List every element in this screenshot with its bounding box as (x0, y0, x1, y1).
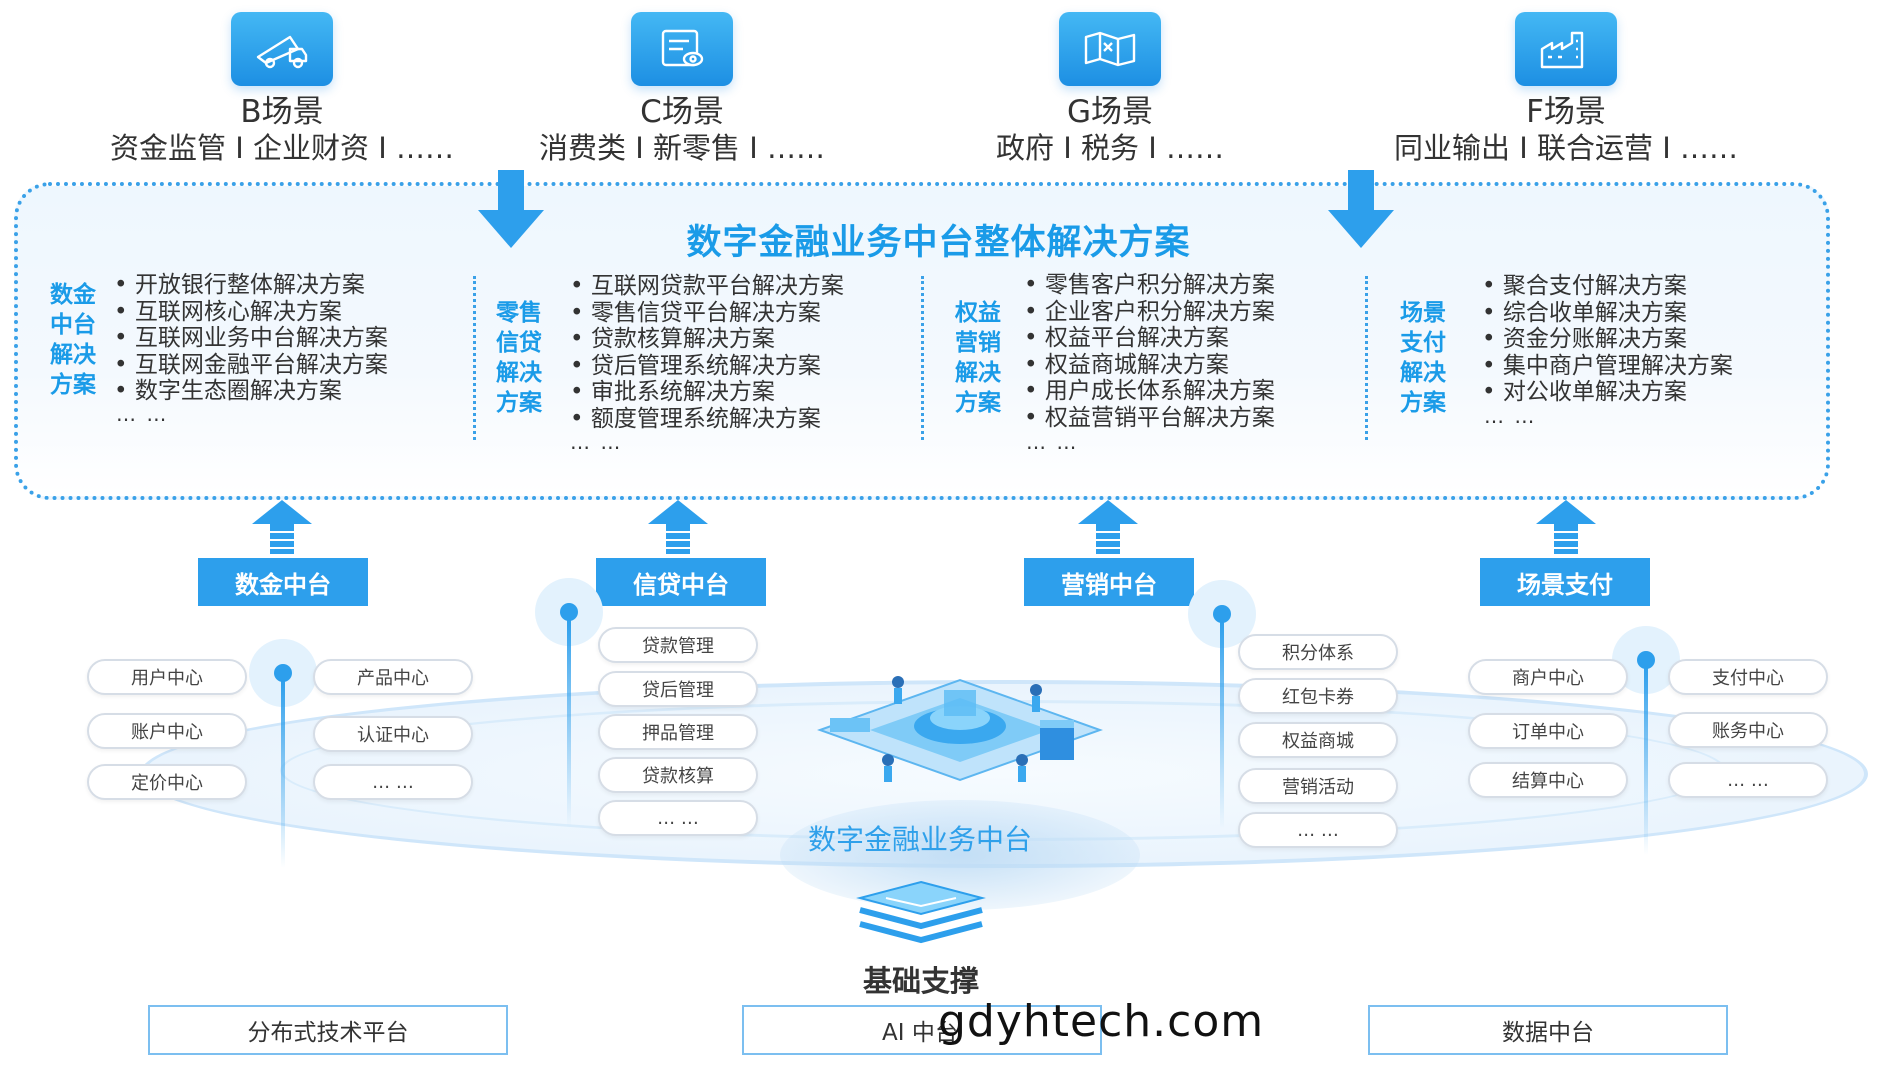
solution-col-label: 数金中台 解决方案 (50, 282, 96, 398)
module-pill: 营销活动 (1238, 768, 1398, 804)
platform-label: 信贷中台 (596, 558, 766, 606)
list-item: 企业客户积分解决方案 (1024, 299, 1275, 326)
more-ellipsis: … … (570, 430, 623, 454)
divider (473, 276, 476, 440)
module-pill: 结算中心 (1468, 762, 1628, 798)
arrow-up-icon (648, 500, 708, 554)
watermark: gdyhtech.com (938, 996, 1265, 1047)
scenario-subtitle: 资金监管 I 企业财资 I …… (110, 131, 454, 165)
list-item: 权益营销平台解决方案 (1024, 405, 1275, 432)
platform-label: 数金中台 (198, 558, 368, 606)
platform-label: 营销中台 (1024, 558, 1194, 606)
scenario-subtitle: 政府 I 税务 I …… (996, 131, 1224, 165)
solution-col-label: 零售信贷 解决方案 (496, 300, 542, 416)
solution-list: 零售客户积分解决方案 企业客户积分解决方案 权益平台解决方案 权益商城解决方案 … (1024, 272, 1275, 431)
platform-label: 场景支付 (1480, 558, 1650, 606)
list-item: 数字生态圈解决方案 (114, 378, 388, 405)
solution-title: 数字金融业务中台整体解决方案 (686, 223, 1191, 263)
module-pill: 贷后管理 (598, 671, 758, 707)
module-pill: … … (313, 764, 473, 800)
scenario-c: C场景 消费类 I 新零售 I …… (452, 12, 912, 166)
card-document-icon (631, 12, 733, 86)
module-pill: 定价中心 (87, 764, 247, 800)
arrow-up-icon (1078, 500, 1138, 554)
list-item: 权益商城解决方案 (1024, 352, 1275, 379)
list-item: 互联网核心解决方案 (114, 299, 388, 326)
module-pill: 认证中心 (313, 716, 473, 752)
arrow-up-icon (252, 500, 312, 554)
arrow-down-icon (478, 170, 544, 248)
scenario-title: F场景 (1526, 94, 1606, 130)
list-item: 聚合支付解决方案 (1482, 273, 1733, 300)
divider (921, 276, 924, 440)
list-item: 对公收单解决方案 (1482, 379, 1733, 406)
scenario-subtitle: 同业输出 I 联合运营 I …… (1394, 131, 1738, 165)
list-item: 贷后管理系统解决方案 (570, 353, 844, 380)
list-item: 开放银行整体解决方案 (114, 272, 388, 299)
location-pin-icon (1188, 580, 1256, 829)
scenario-title: G场景 (1066, 94, 1154, 130)
base-title: 基础支撑 (862, 964, 979, 998)
scenario-subtitle: 消费类 I 新零售 I …… (539, 131, 825, 165)
solution-list: 互联网贷款平台解决方案 零售信贷平台解决方案 贷款核算解决方案 贷后管理系统解决… (570, 273, 844, 432)
location-pin-icon (535, 578, 603, 827)
base-box: 数据中台 (1368, 1005, 1728, 1055)
module-pill: 权益商城 (1238, 722, 1398, 758)
more-ellipsis: … … (116, 402, 169, 426)
module-pill: 押品管理 (598, 714, 758, 750)
list-item: 集中商户管理解决方案 (1482, 353, 1733, 380)
module-pill: … … (1238, 812, 1398, 848)
module-pill: 账务中心 (1668, 712, 1828, 748)
module-pill: 贷款管理 (598, 627, 758, 663)
list-item: 零售客户积分解决方案 (1024, 272, 1275, 299)
scenario-g: G场景 政府 I 税务 I …… (880, 12, 1340, 166)
module-pill: 商户中心 (1468, 659, 1628, 695)
module-pill: 贷款核算 (598, 757, 758, 793)
stack-layers-icon (856, 880, 986, 944)
module-pill: 红包卡券 (1238, 678, 1398, 714)
list-item: 互联网金融平台解决方案 (114, 352, 388, 379)
arrow-up-icon (1536, 500, 1596, 554)
more-ellipsis: … … (1026, 430, 1079, 454)
list-item: 互联网贷款平台解决方案 (570, 273, 844, 300)
solution-col-label: 权益营销 解决方案 (955, 300, 1001, 416)
divider (1365, 276, 1368, 440)
module-pill: 支付中心 (1668, 659, 1828, 695)
more-ellipsis: … … (1484, 404, 1537, 428)
solution-list: 聚合支付解决方案 综合收单解决方案 资金分账解决方案 集中商户管理解决方案 对公… (1482, 273, 1733, 406)
module-pill: 积分体系 (1238, 634, 1398, 670)
list-item: 资金分账解决方案 (1482, 326, 1733, 353)
platform-illustration (817, 676, 1103, 782)
module-pill: … … (1668, 762, 1828, 798)
location-pin-icon (1612, 626, 1680, 855)
scenario-f: F场景 同业输出 I 联合运营 I …… (1336, 12, 1796, 166)
scenario-title: B场景 (240, 94, 324, 130)
map-icon (1059, 12, 1161, 86)
module-pill: 产品中心 (313, 659, 473, 695)
module-pill: 用户中心 (87, 659, 247, 695)
delivery-truck-icon (231, 12, 333, 86)
list-item: 互联网业务中台解决方案 (114, 325, 388, 352)
list-item: 额度管理系统解决方案 (570, 406, 844, 433)
module-pill: 账户中心 (87, 713, 247, 749)
list-item: 审批系统解决方案 (570, 379, 844, 406)
scenario-title: C场景 (640, 94, 724, 130)
module-pill: 订单中心 (1468, 713, 1628, 749)
solution-list: 开放银行整体解决方案 互联网核心解决方案 互联网业务中台解决方案 互联网金融平台… (114, 272, 388, 405)
location-pin-icon (249, 639, 317, 868)
list-item: 用户成长体系解决方案 (1024, 378, 1275, 405)
list-item: 贷款核算解决方案 (570, 326, 844, 353)
base-box: 分布式技术平台 (148, 1005, 508, 1055)
scenario-b: B场景 资金监管 I 企业财资 I …… (52, 12, 512, 166)
arrow-down-icon (1328, 170, 1394, 248)
factory-icon (1515, 12, 1617, 86)
list-item: 零售信贷平台解决方案 (570, 300, 844, 327)
list-item: 权益平台解决方案 (1024, 325, 1275, 352)
base-box: AI 中台 (742, 1005, 1102, 1055)
solution-col-label: 场景支付 解决方案 (1400, 300, 1446, 416)
module-pill: … … (598, 800, 758, 836)
list-item: 综合收单解决方案 (1482, 300, 1733, 327)
platform-center-label: 数字金融业务中台 (807, 823, 1032, 856)
